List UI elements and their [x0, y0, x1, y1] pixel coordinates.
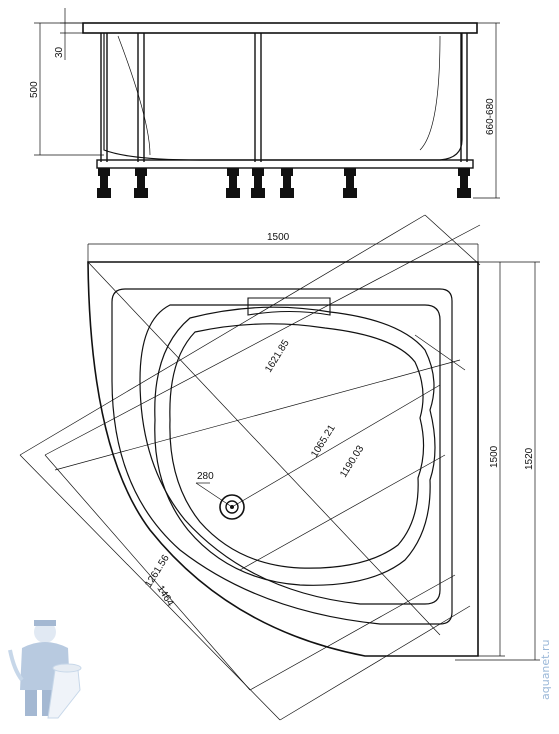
tub-inner-ring — [154, 306, 436, 586]
drain-outer — [219, 494, 245, 520]
dim-1520-label: 1520 — [524, 447, 535, 470]
frame-legs — [100, 33, 468, 162]
dim-1621-85-label: 1621.85 — [263, 338, 292, 375]
dim-30-label: 30 — [54, 46, 65, 58]
tub-floor — [169, 323, 425, 569]
dim-1500-right-label: 1500 — [489, 445, 500, 468]
tub-deck-outline — [111, 288, 453, 625]
headrest — [247, 297, 331, 316]
dim-280-label: 280 — [197, 471, 214, 482]
tub-outer-outline — [87, 261, 479, 657]
dim-500-label: 500 — [29, 81, 40, 98]
tub-rim — [82, 22, 478, 34]
tub-body — [103, 33, 463, 161]
side-dimension-lines — [34, 8, 500, 199]
plumber-mascot-icon — [8, 620, 82, 719]
dim-1464-label: 1464 — [154, 584, 175, 609]
tub-bowl-outline — [139, 304, 441, 605]
side-view: 30 500 660-680 — [29, 8, 500, 199]
plan-dimension-lines — [19, 214, 540, 721]
drain-inner — [225, 500, 239, 514]
dim-1500-top-label: 1500 — [267, 232, 290, 243]
plan-view: 1500 1500 1520 1621.85 1065.21 1190.03 2… — [19, 214, 540, 721]
adjustable-feet — [97, 168, 471, 198]
dim-660-680-label: 660-680 — [485, 98, 496, 135]
dim-1065-21-label: 1065.21 — [309, 423, 338, 460]
dim-1190-03-label: 1190.03 — [338, 443, 366, 479]
watermark-text: aquanet.ru — [539, 640, 552, 700]
base-frame — [96, 159, 474, 169]
tub-inner-curve — [117, 35, 441, 156]
